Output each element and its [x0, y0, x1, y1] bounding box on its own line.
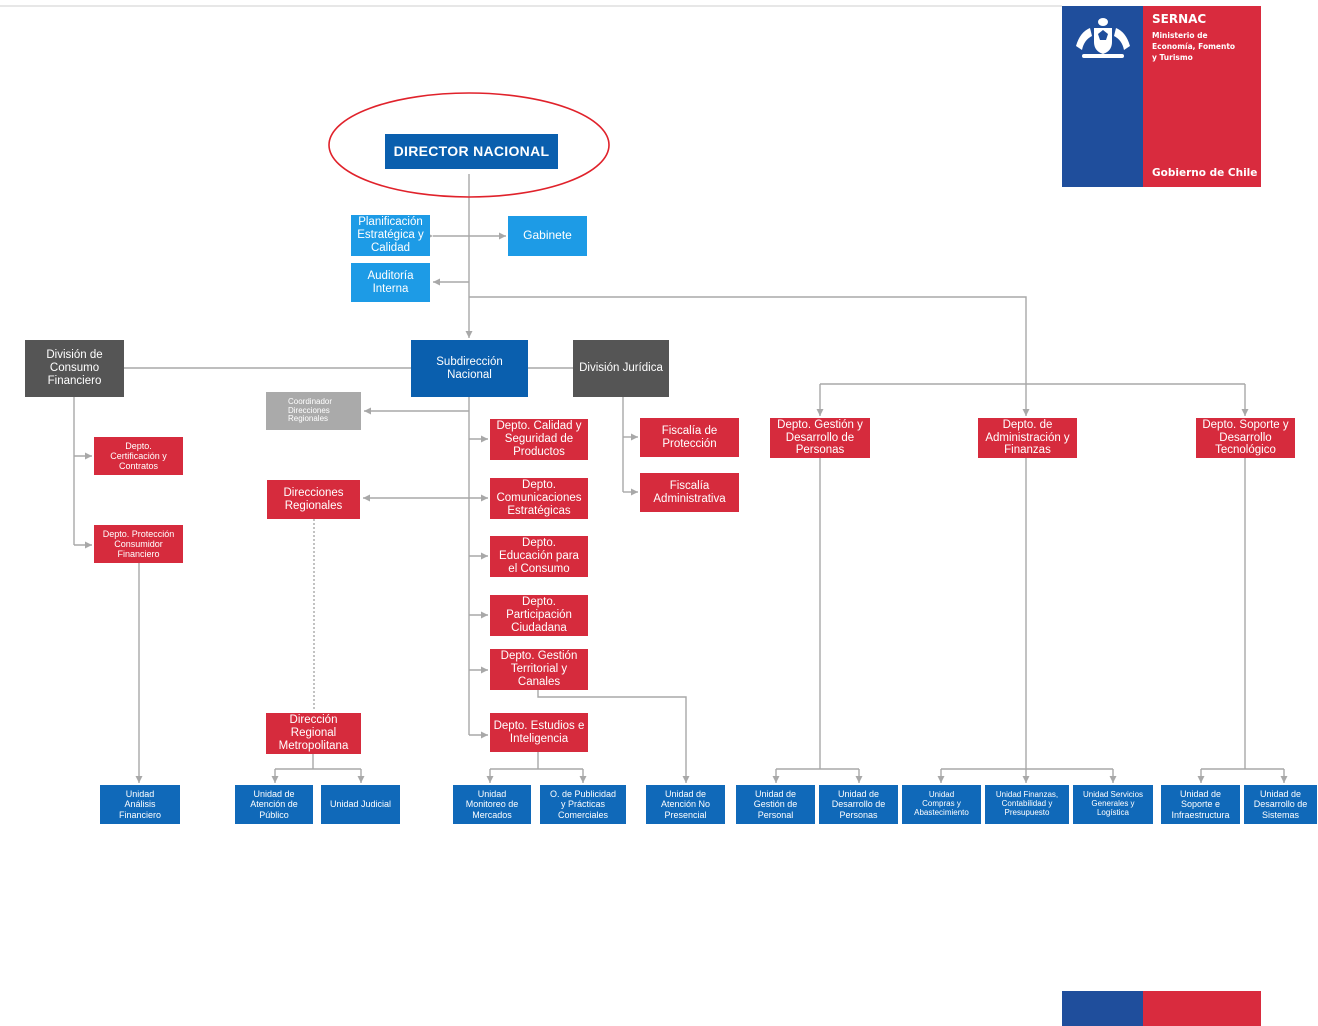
unidad-atencion-no-presencial-box: Unidad de Atención No Presencial [646, 785, 725, 824]
depto-proteccion-box: Depto. Protección Consumidor Financiero [94, 525, 183, 563]
logo-subtitle: Ministerio de Economía, Fomento y Turism… [1152, 31, 1236, 62]
unidad-soporte-box: Unidad de Soporte e Infraestructura [1161, 785, 1240, 824]
unidad-finanzas-box: Unidad Finanzas, Contabilidad y Presupue… [985, 785, 1069, 824]
depto-certificacion-box: Depto. Certificación y Contratos [94, 437, 183, 475]
planificacion-box: Planificación Estratégica y Calidad [351, 215, 430, 256]
direcciones-regionales-box: Direcciones Regionales [267, 480, 360, 519]
division-consumo-box: División de Consumo Financiero [25, 340, 124, 397]
unidad-atencion-publico-box: Unidad de Atención de Público [235, 785, 313, 824]
unidad-servicios-box: Unidad Servicios Generales y Logística [1073, 785, 1153, 824]
unidad-judicial-box: Unidad Judicial [321, 785, 400, 824]
logo-title: SERNAC [1152, 12, 1207, 26]
depto-calidad-box: Depto. Calidad y Seguridad de Productos [490, 419, 588, 460]
highlight-ellipse [328, 92, 610, 198]
depto-participacion-box: Depto. Participación Ciudadana [490, 595, 588, 636]
logo-footer: Gobierno de Chile [1152, 167, 1258, 179]
depto-educacion-box: Depto. Educación para el Consumo [490, 536, 588, 577]
unidad-gestion-personal-box: Unidad de Gestión de Personal [736, 785, 815, 824]
unidad-analisis-box: Unidad Análisis Financiero [100, 785, 180, 824]
auditoria-box: Auditoría Interna [351, 263, 430, 302]
depto-estudios-box: Depto. Estudios e Inteligencia [490, 713, 588, 752]
gabinete-box: Gabinete [508, 216, 587, 256]
depto-gestion-personas-box: Depto. Gestión y Desarrollo de Personas [770, 418, 870, 458]
fiscalia-proteccion-box: Fiscalía de Protección [640, 418, 739, 457]
depto-comunicaciones-box: Depto. Comunicaciones Estratégicas [490, 478, 588, 519]
unidad-monitoreo-box: Unidad Monitoreo de Mercados [453, 785, 531, 824]
director-nacional-box: DIRECTOR NACIONAL [385, 134, 558, 169]
o-publicidad-box: O. de Publicidad y Prácticas Comerciales [540, 785, 626, 824]
coat-of-arms-icon [1076, 18, 1130, 58]
depto-soporte-box: Depto. Soporte y Desarrollo Tecnológico [1196, 418, 1295, 458]
unidad-desarrollo-sistemas-box: Unidad de Desarrollo de Sistemas [1244, 785, 1317, 824]
coordinador-box: Coordinador Direcciones Regionales [266, 392, 361, 430]
fiscalia-administrativa-box: Fiscalía Administrativa [640, 473, 739, 512]
depto-gestion-territorial-box: Depto. Gestión Territorial y Canales [490, 649, 588, 690]
unidad-compras-box: Unidad Compras y Abastecimiento [902, 785, 981, 824]
direccion-metropolitana-box: Dirección Regional Metropolitana [266, 713, 361, 754]
division-juridica-box: División Jurídica [573, 340, 669, 397]
subdireccion-box: Subdirección Nacional [411, 340, 528, 397]
depto-administracion-box: Depto. de Administración y Finanzas [978, 418, 1077, 458]
unidad-desarrollo-personas-box: Unidad de Desarrollo de Personas [819, 785, 898, 824]
